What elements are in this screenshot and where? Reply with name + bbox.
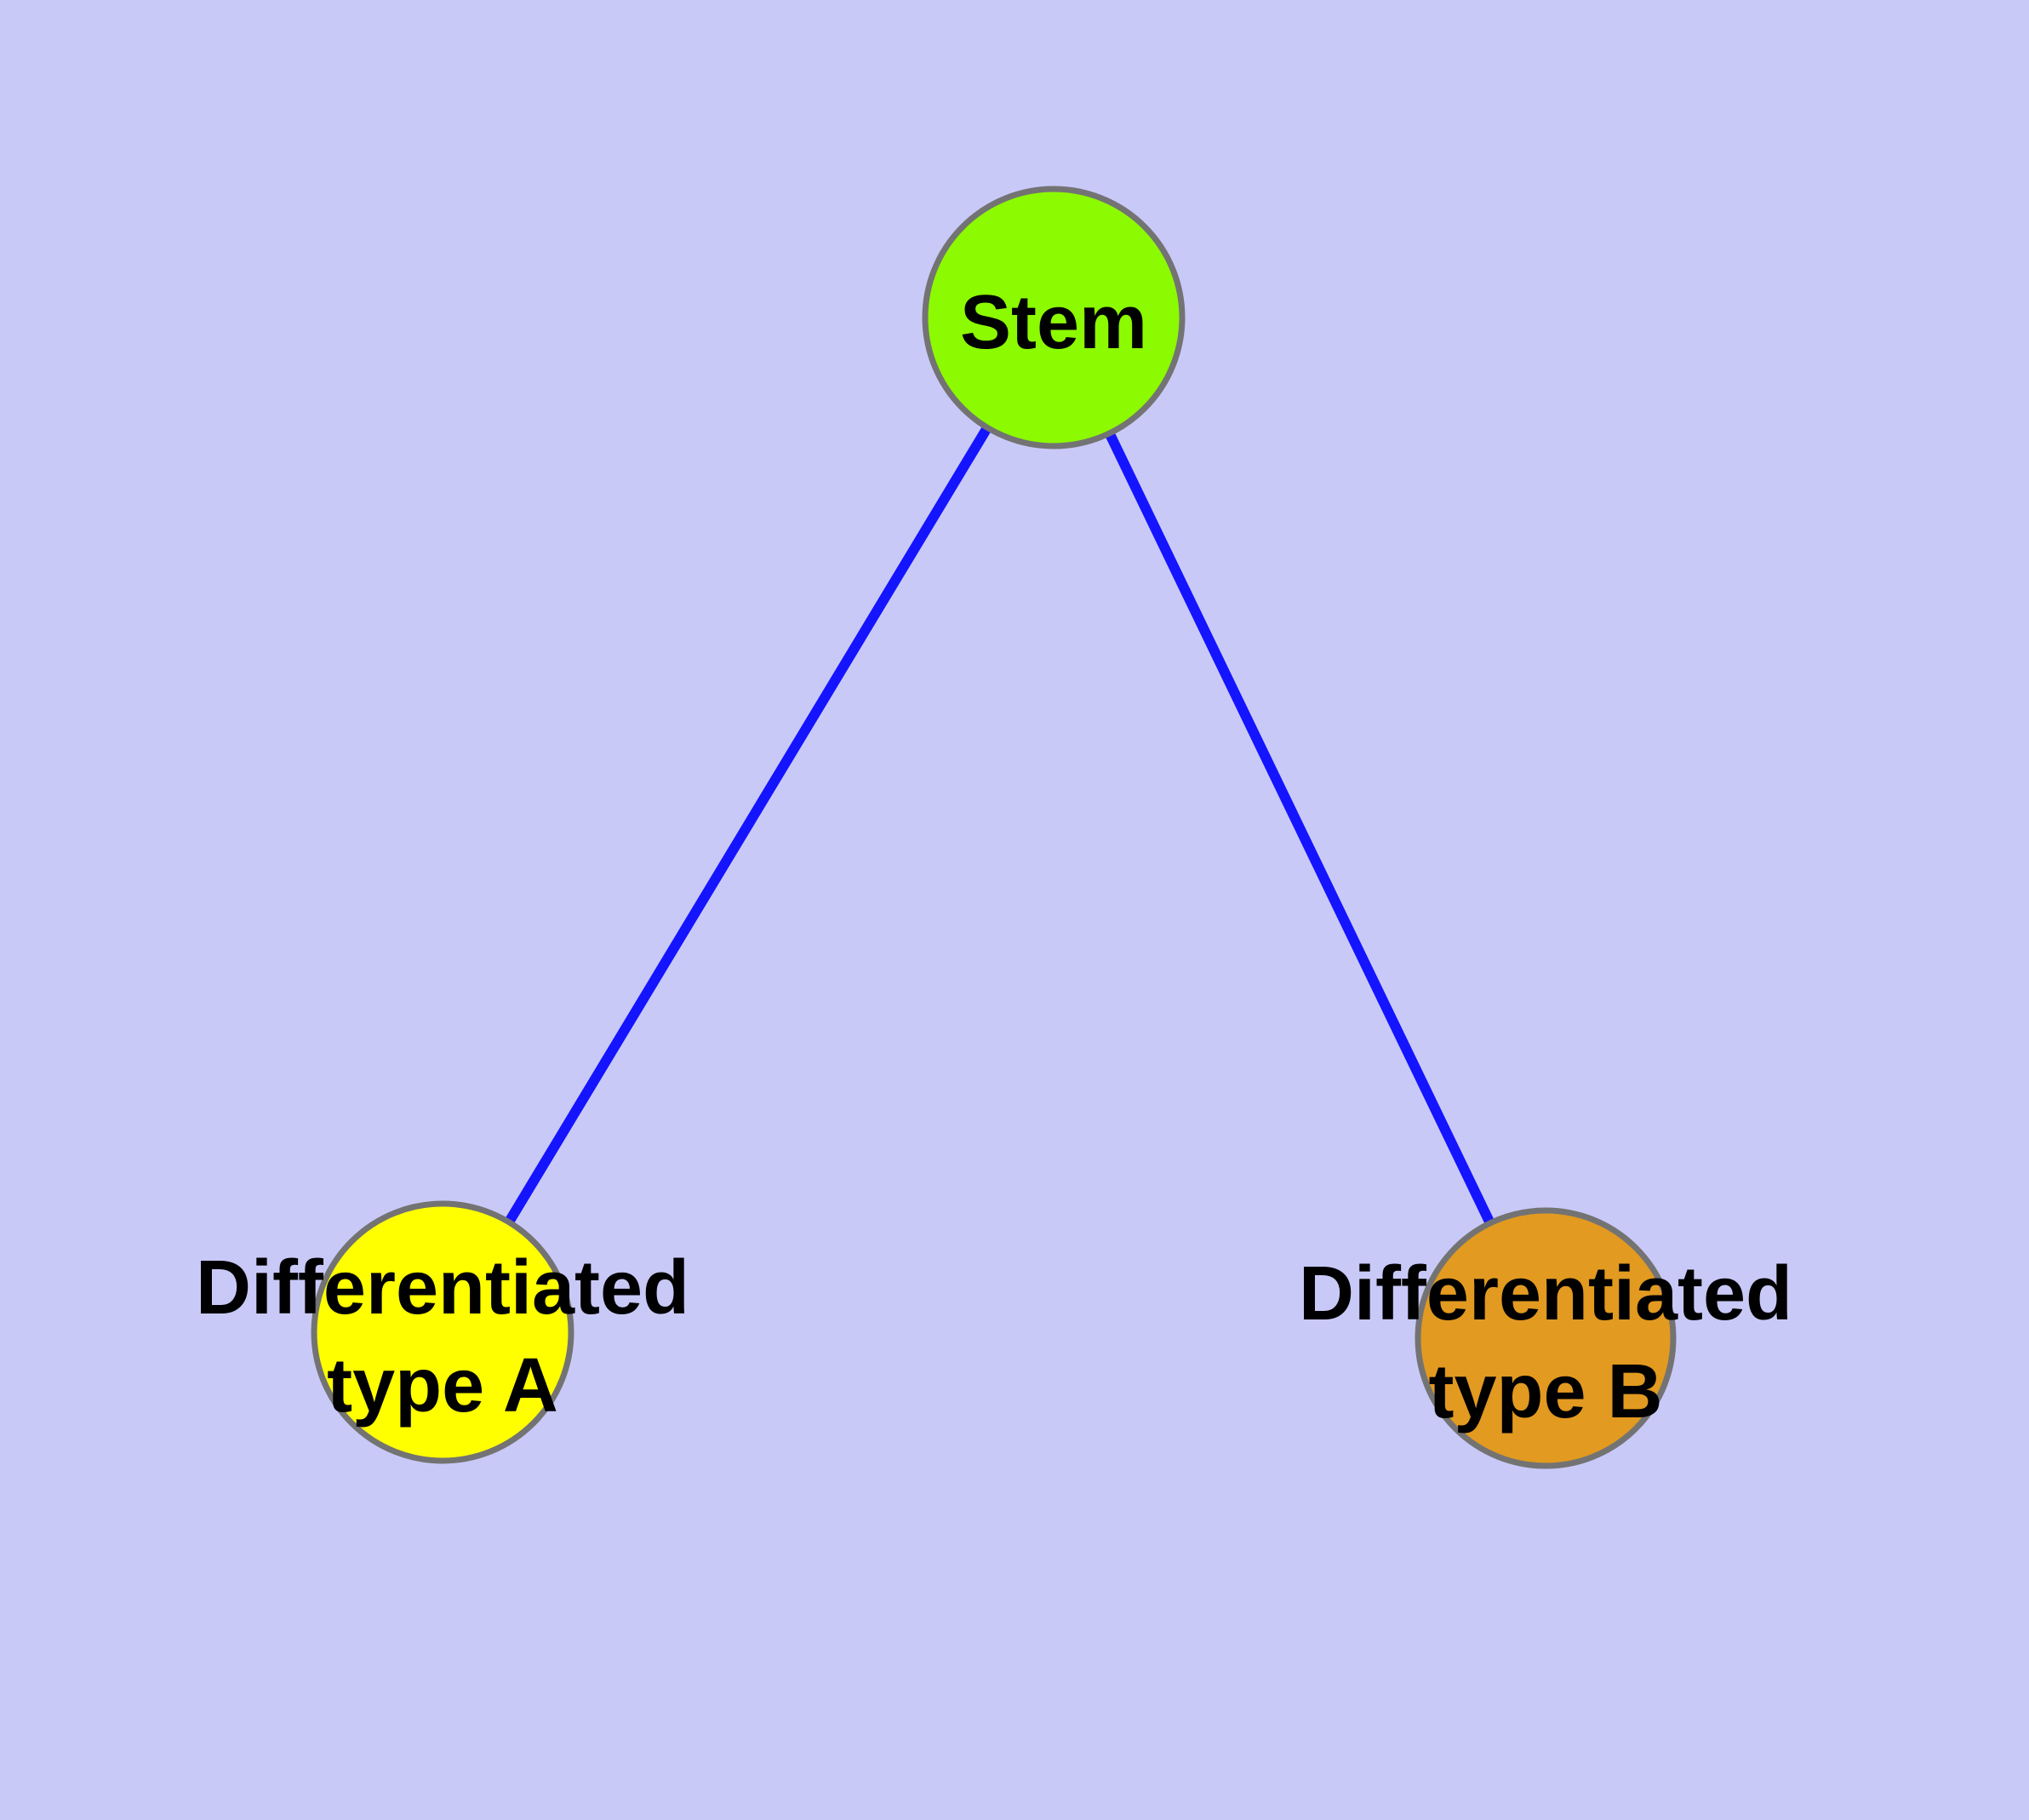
edge-stem-to-type-a [437, 314, 1059, 1336]
node-type-b-label-line1: Differentiated [1299, 1251, 1792, 1336]
edge-stem-to-type-b [1049, 315, 1551, 1341]
node-stem-label: Stem [960, 280, 1147, 365]
node-differentiated-type-b [1415, 1207, 1677, 1469]
node-stem [922, 186, 1186, 449]
node-differentiated-type-a [311, 1200, 574, 1464]
node-type-a-label-line1: Differentiated [196, 1245, 689, 1331]
node-type-b-label-line2: type B [1428, 1349, 1662, 1434]
node-type-a-label-line2: type A [327, 1343, 558, 1428]
